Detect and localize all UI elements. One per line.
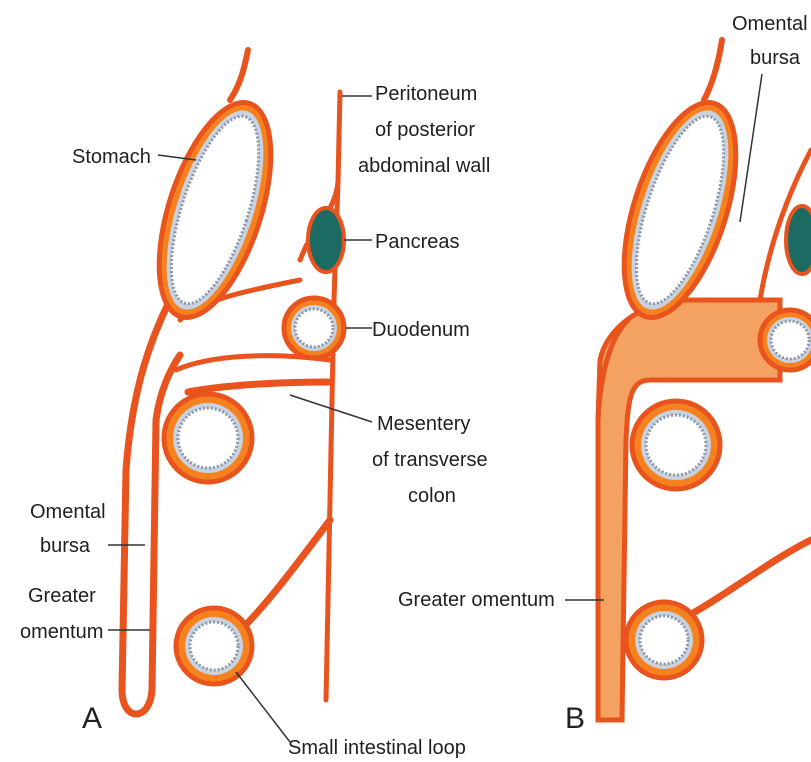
pancreas-b-shape xyxy=(786,206,811,274)
panel-a-letter: A xyxy=(82,702,102,735)
peritoneum-label-line2: of posterior xyxy=(375,119,475,141)
dorsal-mesogastrium xyxy=(230,50,248,100)
greater-omentum-b-label: Greater omentum xyxy=(398,589,555,611)
mesentery-label-line1: Mesentery xyxy=(377,413,470,435)
mesentery-label-line2: of transverse xyxy=(372,449,488,471)
transverse-colon-shape xyxy=(164,394,252,482)
pancreas-shape xyxy=(308,208,344,272)
omental-bursa-a-line1: Omental xyxy=(30,501,106,523)
small-intestine-mesentery-b xyxy=(680,540,811,620)
small-intestine-b-shape xyxy=(626,602,702,678)
peritoneum-label-line3: abdominal wall xyxy=(358,155,490,177)
greater-omentum-loop xyxy=(122,300,180,714)
peritoneum-label-line1: Peritoneum xyxy=(375,83,477,105)
panel-b-drawing xyxy=(598,40,811,720)
stomach-shape xyxy=(137,89,294,330)
small-intestinal-loop-label: Small intestinal loop xyxy=(288,737,466,759)
omental-bursa-a-line2: bursa xyxy=(40,535,91,557)
greater-omentum-a-line2: omentum xyxy=(20,621,103,643)
stomach-label: Stomach xyxy=(72,146,151,168)
mesentery-label-line3: colon xyxy=(408,485,456,507)
panel-b-letter: B xyxy=(565,702,585,735)
omental-bursa-b-line1: Omental xyxy=(732,13,808,35)
panel-a-drawing xyxy=(122,50,344,714)
transverse-mesocolon xyxy=(188,382,330,392)
greater-omentum-a-line1: Greater xyxy=(28,585,96,607)
transverse-colon-b-shape xyxy=(632,401,720,489)
stomach-b-shape xyxy=(602,89,759,330)
posterior-wall-peritoneum xyxy=(300,92,340,700)
duodenum-b-shape xyxy=(760,310,811,370)
duodenum-label: Duodenum xyxy=(372,319,470,341)
duodenum-shape xyxy=(284,298,344,358)
small-intestine-shape xyxy=(176,608,252,684)
dorsal-mesogastrium-b xyxy=(704,40,722,100)
omental-bursa-b-line2: bursa xyxy=(750,47,801,69)
pancreas-label: Pancreas xyxy=(375,231,460,253)
